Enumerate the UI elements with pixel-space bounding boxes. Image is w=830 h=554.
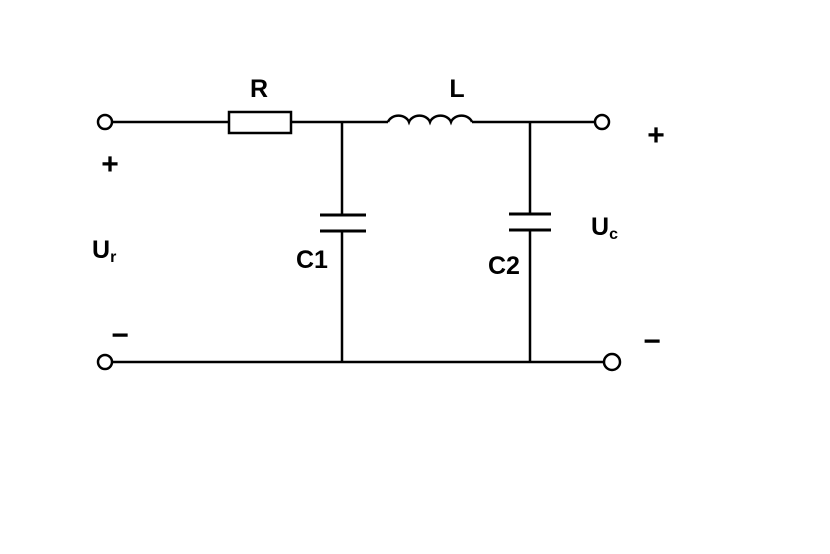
output-voltage-symbol: U [591, 213, 609, 241]
output-voltage-subscript: c [609, 226, 618, 243]
inductor-symbol [386, 114, 474, 126]
capacitor2-label: C2 [488, 252, 520, 280]
input-terminal-top [96, 113, 114, 131]
input-terminal-bottom [96, 353, 114, 371]
input-plus-sign: + [101, 148, 119, 181]
output-plus-sign: + [647, 119, 665, 152]
resistor-label: R [250, 75, 268, 103]
output-terminal-top [593, 113, 611, 131]
inductor-label: L [449, 75, 464, 103]
output-minus-sign: − [643, 325, 661, 358]
input-voltage-label: Ur [92, 236, 116, 266]
output-terminal-bottom [602, 352, 622, 372]
input-voltage-symbol: U [92, 236, 110, 264]
input-voltage-subscript: r [110, 249, 116, 266]
resistor-symbol [227, 110, 293, 135]
input-minus-sign: − [111, 319, 129, 352]
output-voltage-label: Uc [591, 213, 618, 243]
capacitor1-label: C1 [296, 246, 328, 274]
